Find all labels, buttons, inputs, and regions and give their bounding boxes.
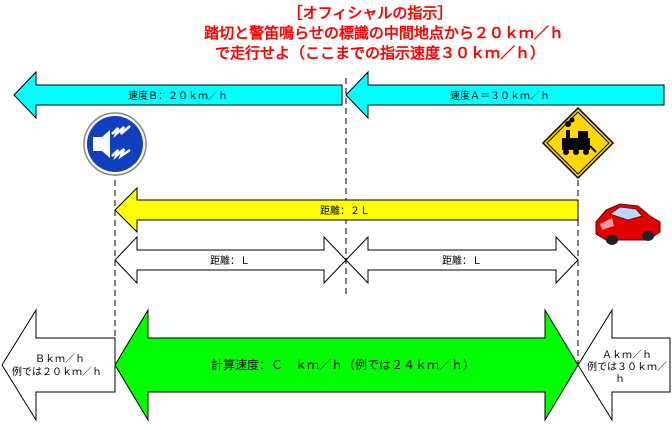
calc-speed-label: 計算速度：Ｃ ｋｍ／ｈ（例では２４ｋｍ／ｈ） <box>211 357 475 372</box>
speed-a-result-line2: 例では３０ｋｍ／ <box>587 360 667 373</box>
distance-l-right-arrow: 距離：Ｌ <box>345 235 579 285</box>
distance-l-left-label: 距離：Ｌ <box>210 254 250 267</box>
red-car-icon <box>595 203 661 245</box>
speed-b-result-box: Ｂｋｍ／ｈ 例では２０ｋｍ／ｈ <box>1 308 116 422</box>
speed-b-result-line2: 例では２０ｋｍ／ｈ <box>12 365 102 378</box>
speed-b-arrow: 速度Ｂ：２０ｋｍ／ｈ <box>13 70 343 120</box>
distance-2l-arrow: 距離：２Ｌ <box>114 186 579 234</box>
horn-sign-icon <box>83 112 147 176</box>
title-line-1: ［オフィシャルの指示］ <box>288 4 453 22</box>
speed-a-result-line3: ｈ <box>615 373 625 385</box>
railroad-crossing-icon <box>541 106 615 180</box>
distance-2l-label: 距離：２Ｌ <box>320 204 370 217</box>
speed-b-label: 速度Ｂ：２０ｋｍ／ｈ <box>128 89 228 102</box>
title-line-3: で走行せよ（ここまでの指示速度３０ｋｍ／ｈ） <box>215 44 545 62</box>
speed-a-result-box: Ａｋｍ／ｈ 例では３０ｋｍ／ ｈ <box>577 308 671 422</box>
speed-a-result-line1: Ａｋｍ／ｈ <box>602 349 652 361</box>
speed-a-arrow: 速度Ａ＝３０ｋｍ／ｈ <box>345 70 665 120</box>
distance-l-left-arrow: 距離：Ｌ <box>114 235 347 285</box>
title-line-2: 踏切と警笛鳴らせの標識の中間地点から２０ｋｍ／ｈ <box>204 24 564 42</box>
speed-a-label: 速度Ａ＝３０ｋｍ／ｈ <box>450 89 550 102</box>
speed-b-result-line1: Ｂｋｍ／ｈ <box>35 353 85 365</box>
calc-speed-arrow: 計算速度：Ｃ ｋｍ／ｈ（例では２４ｋｍ／ｈ） <box>114 308 579 422</box>
distance-l-right-label: 距離：Ｌ <box>442 254 482 267</box>
